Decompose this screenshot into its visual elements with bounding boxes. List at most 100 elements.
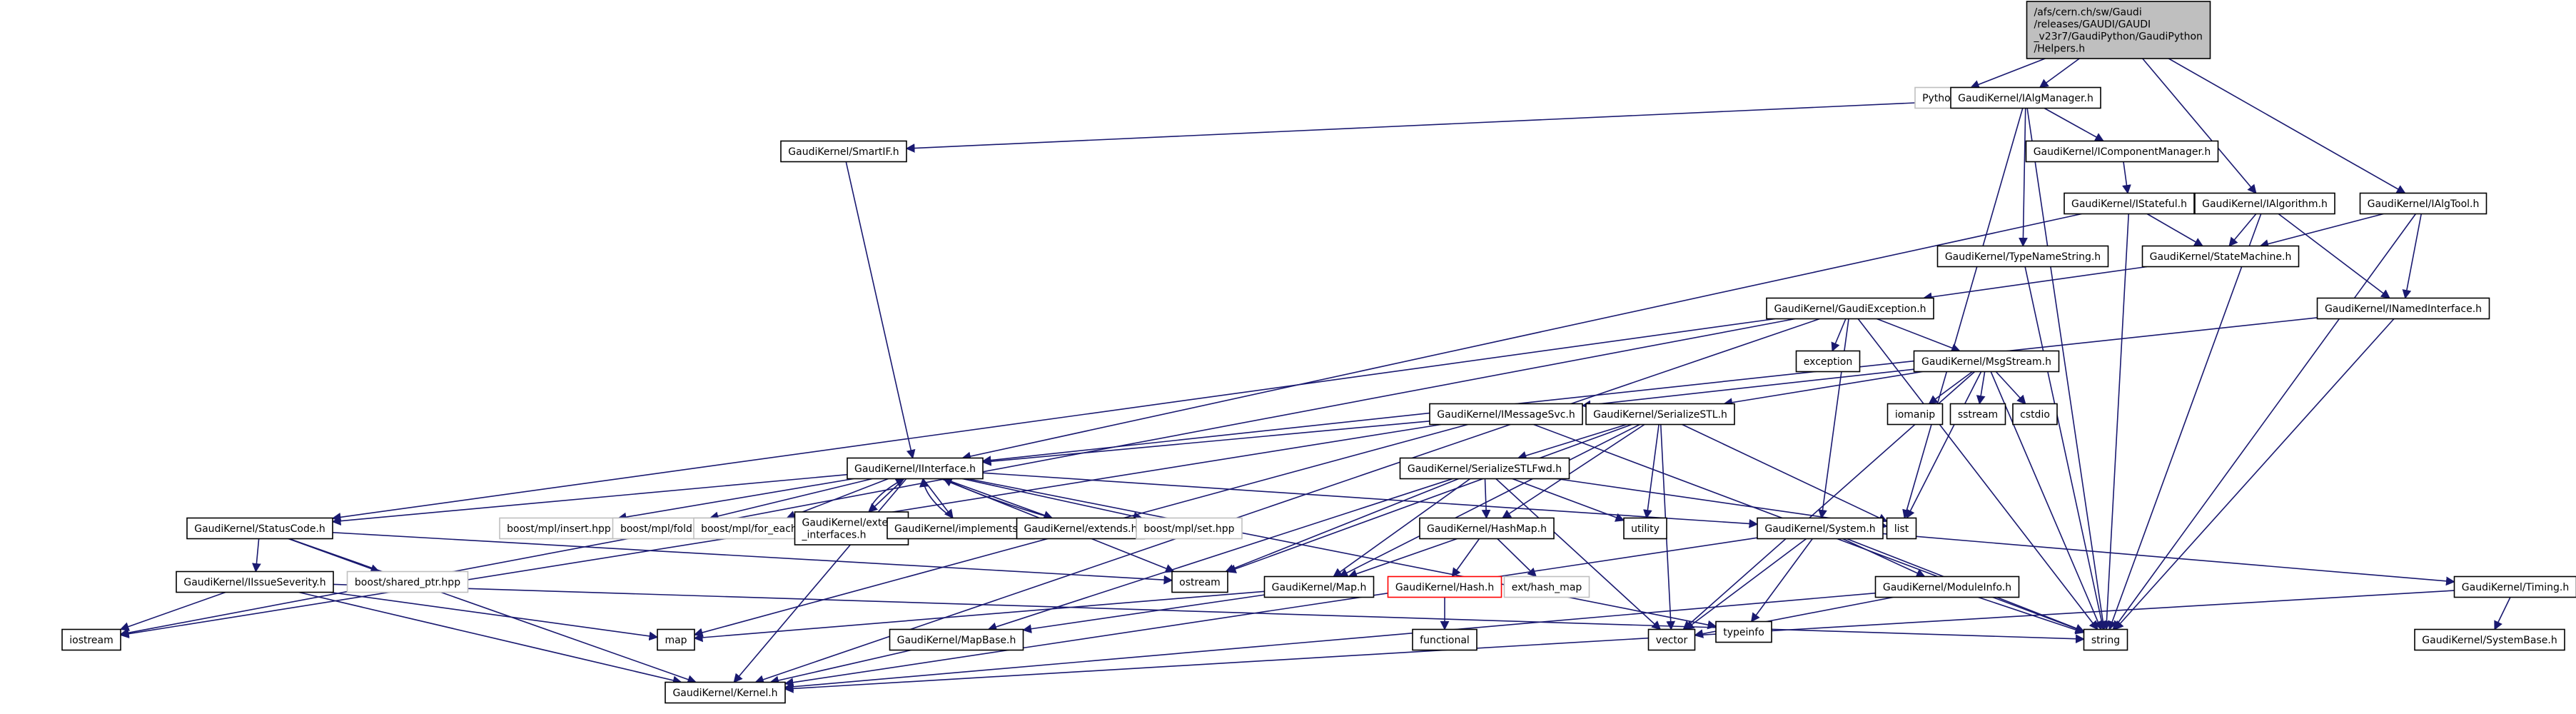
node-ext_hash_map[interactable]: ext/hash_map (1505, 577, 1590, 598)
edge-msgstream-to-cstdio (1996, 372, 2025, 404)
node-iomanip[interactable]: iomanip (1888, 404, 1943, 425)
node-imessagesvc[interactable]: GaudiKernel/IMessageSvc.h (1430, 404, 1582, 425)
edge-msgstream-to-list (1906, 372, 1981, 518)
node-mpl_set[interactable]: boost/mpl/set.hpp (1136, 518, 1242, 539)
edge-msgstream-to-sstream (1979, 372, 1984, 404)
node-shared_ptr[interactable]: boost/shared_ptr.hpp (348, 572, 468, 593)
edge-iinterface-to-implements (923, 479, 953, 518)
node-label: iostream (69, 635, 113, 646)
node-systembase[interactable]: GaudiKernel/SystemBase.h (2415, 630, 2565, 650)
edge-system-to-typeinfo (1752, 539, 1813, 622)
node-label: vector (1656, 635, 1688, 646)
node-implements[interactable]: GaudiKernel/implements.h (887, 518, 1034, 539)
node-ialgmanager[interactable]: GaudiKernel/IAlgManager.h (1951, 88, 2101, 109)
edge-system-to-vector (1685, 539, 1806, 630)
node-ialgtool[interactable]: GaudiKernel/IAlgTool.h (2360, 193, 2487, 214)
node-typenamestring[interactable]: GaudiKernel/TypeNameString.h (1938, 246, 2108, 267)
edge-mapbase-to-kernel (770, 650, 911, 683)
node-msgstream[interactable]: GaudiKernel/MsgStream.h (1914, 351, 2059, 372)
edge-serializestl-to-list (1682, 425, 1887, 522)
node-label: GaudiKernel/MapBase.h (897, 635, 1016, 646)
edge-msgstream-to-iomanip (1929, 372, 1973, 404)
node-icomponentmanager[interactable]: GaudiKernel/IComponentManager.h (2026, 141, 2218, 162)
node-string[interactable]: string (2084, 630, 2128, 650)
edge-timing-to-kernel (785, 590, 2455, 689)
node-sstream[interactable]: sstream (1951, 404, 2006, 425)
node-label: GaudiKernel/Kernel.h (672, 688, 777, 699)
edge-ialgorithm-to-string (2109, 214, 2261, 630)
node-label: /afs/cern.ch/sw/Gaudi (2034, 7, 2142, 19)
edge-serializestlfwd-to-hashmap (1485, 479, 1487, 518)
edge-helpers-to-ialgtool (2168, 59, 2405, 193)
node-label: GaudiKernel/TypeNameString.h (1945, 251, 2101, 263)
node-label: functional (1420, 635, 1470, 646)
edge-typenamestring-to-string (2025, 267, 2103, 630)
node-gaudiexception[interactable]: GaudiKernel/GaudiException.h (1767, 298, 1934, 319)
edge-imessagesvc-to-iinterface (983, 421, 1430, 462)
node-label: GaudiKernel/IAlgorithm.h (2202, 198, 2328, 210)
node-iinterface[interactable]: GaudiKernel/IInterface.h (847, 458, 983, 479)
edge-ialgmanager-to-smartif (906, 101, 1951, 149)
node-label: sstream (1958, 409, 1998, 421)
node-cstdio[interactable]: cstdio (2013, 404, 2057, 425)
node-ialgorithm[interactable]: GaudiKernel/IAlgorithm.h (2195, 193, 2335, 214)
node-serializestlfwd[interactable]: GaudiKernel/SerializeSTLFwd.h (1400, 458, 1570, 479)
node-statemachine[interactable]: GaudiKernel/StateMachine.h (2143, 246, 2299, 267)
node-label: GaudiKernel/SerializeSTLFwd.h (1408, 463, 1562, 475)
node-label: iomanip (1895, 409, 1935, 421)
node-extends[interactable]: GaudiKernel/extends.h (1017, 518, 1145, 539)
edge-gaudiexception-to-system (1822, 319, 1849, 518)
edge-serializestlfwd-to-vector (1496, 479, 1660, 630)
edge-hashmap-to-ext_hash_map (1497, 539, 1536, 577)
node-smartif[interactable]: GaudiKernel/SmartIF.h (781, 141, 906, 162)
node-label: GaudiKernel/Timing.h (2462, 582, 2569, 593)
node-gk_map[interactable]: GaudiKernel/Map.h (1265, 577, 1374, 598)
node-map[interactable]: map (657, 630, 694, 650)
node-label: /releases/GAUDI/GAUDI (2034, 19, 2151, 31)
node-label: utility (1631, 523, 1660, 535)
edge-iinterface-to-kernel (734, 479, 906, 683)
node-label: boost/mpl/set.hpp (1143, 523, 1234, 535)
node-functional[interactable]: functional (1413, 630, 1477, 650)
node-iostream[interactable]: iostream (62, 630, 121, 650)
node-helpers[interactable]: /afs/cern.ch/sw/Gaudi/releases/GAUDI/GAU… (2027, 1, 2211, 59)
node-label: GaudiKernel/IIssueSeverity.h (183, 577, 325, 588)
node-utility[interactable]: utility (1624, 518, 1667, 539)
node-label: GaudiKernel/System.h (1764, 523, 1875, 535)
edge-ialgtool-to-inamedinterface (2405, 214, 2421, 298)
edge-istateful-to-statemachine (2147, 214, 2203, 246)
node-inamedinterface[interactable]: GaudiKernel/INamedInterface.h (2318, 298, 2490, 319)
node-label: GaudiKernel/IStateful.h (2071, 198, 2187, 210)
node-hashmap[interactable]: GaudiKernel/HashMap.h (1420, 518, 1554, 539)
node-system[interactable]: GaudiKernel/System.h (1757, 518, 1883, 539)
node-list[interactable]: list (1887, 518, 1916, 539)
node-istateful[interactable]: GaudiKernel/IStateful.h (2064, 193, 2194, 214)
node-hash[interactable]: GaudiKernel/Hash.h (1388, 577, 1502, 598)
node-mpl_insert[interactable]: boost/mpl/insert.hpp (500, 518, 618, 539)
node-ostream[interactable]: ostream (1172, 572, 1228, 593)
edge-system-to-timing (1883, 533, 2455, 581)
edge-iissueseverity-to-map (330, 593, 657, 638)
node-mapbase[interactable]: GaudiKernel/MapBase.h (890, 630, 1024, 650)
node-statuscode[interactable]: GaudiKernel/StatusCode.h (187, 518, 333, 539)
node-exception[interactable]: exception (1797, 351, 1860, 372)
edge-smartif-to-iinterface (846, 162, 912, 458)
edge-iinterface-to-statuscode (333, 475, 847, 522)
edge-serializestlfwd-to-utility (1512, 479, 1624, 521)
node-timing[interactable]: GaudiKernel/Timing.h (2455, 577, 2576, 598)
edge-helpers-to-python (1971, 59, 2045, 88)
node-vector[interactable]: vector (1649, 630, 1695, 650)
node-typeinfo[interactable]: typeinfo (1716, 622, 1772, 643)
edge-istateful-to-string (2106, 214, 2128, 630)
node-kernel[interactable]: GaudiKernel/Kernel.h (665, 683, 785, 703)
edge-system-to-kernel (785, 538, 1757, 683)
node-iissueseverity[interactable]: GaudiKernel/IIssueSeverity.h (176, 572, 333, 593)
edge-statemachine-to-gaudiexception (1924, 267, 2147, 298)
node-label: _interfaces.h (802, 530, 867, 541)
node-label: GaudiKernel/ModuleInfo.h (1883, 582, 2011, 593)
edge-ialgorithm-to-statemachine (2229, 214, 2256, 246)
node-moduleinfo[interactable]: GaudiKernel/ModuleInfo.h (1876, 577, 2019, 598)
node-label: map (665, 635, 687, 646)
node-serializestl[interactable]: GaudiKernel/SerializeSTL.h (1586, 404, 1734, 425)
